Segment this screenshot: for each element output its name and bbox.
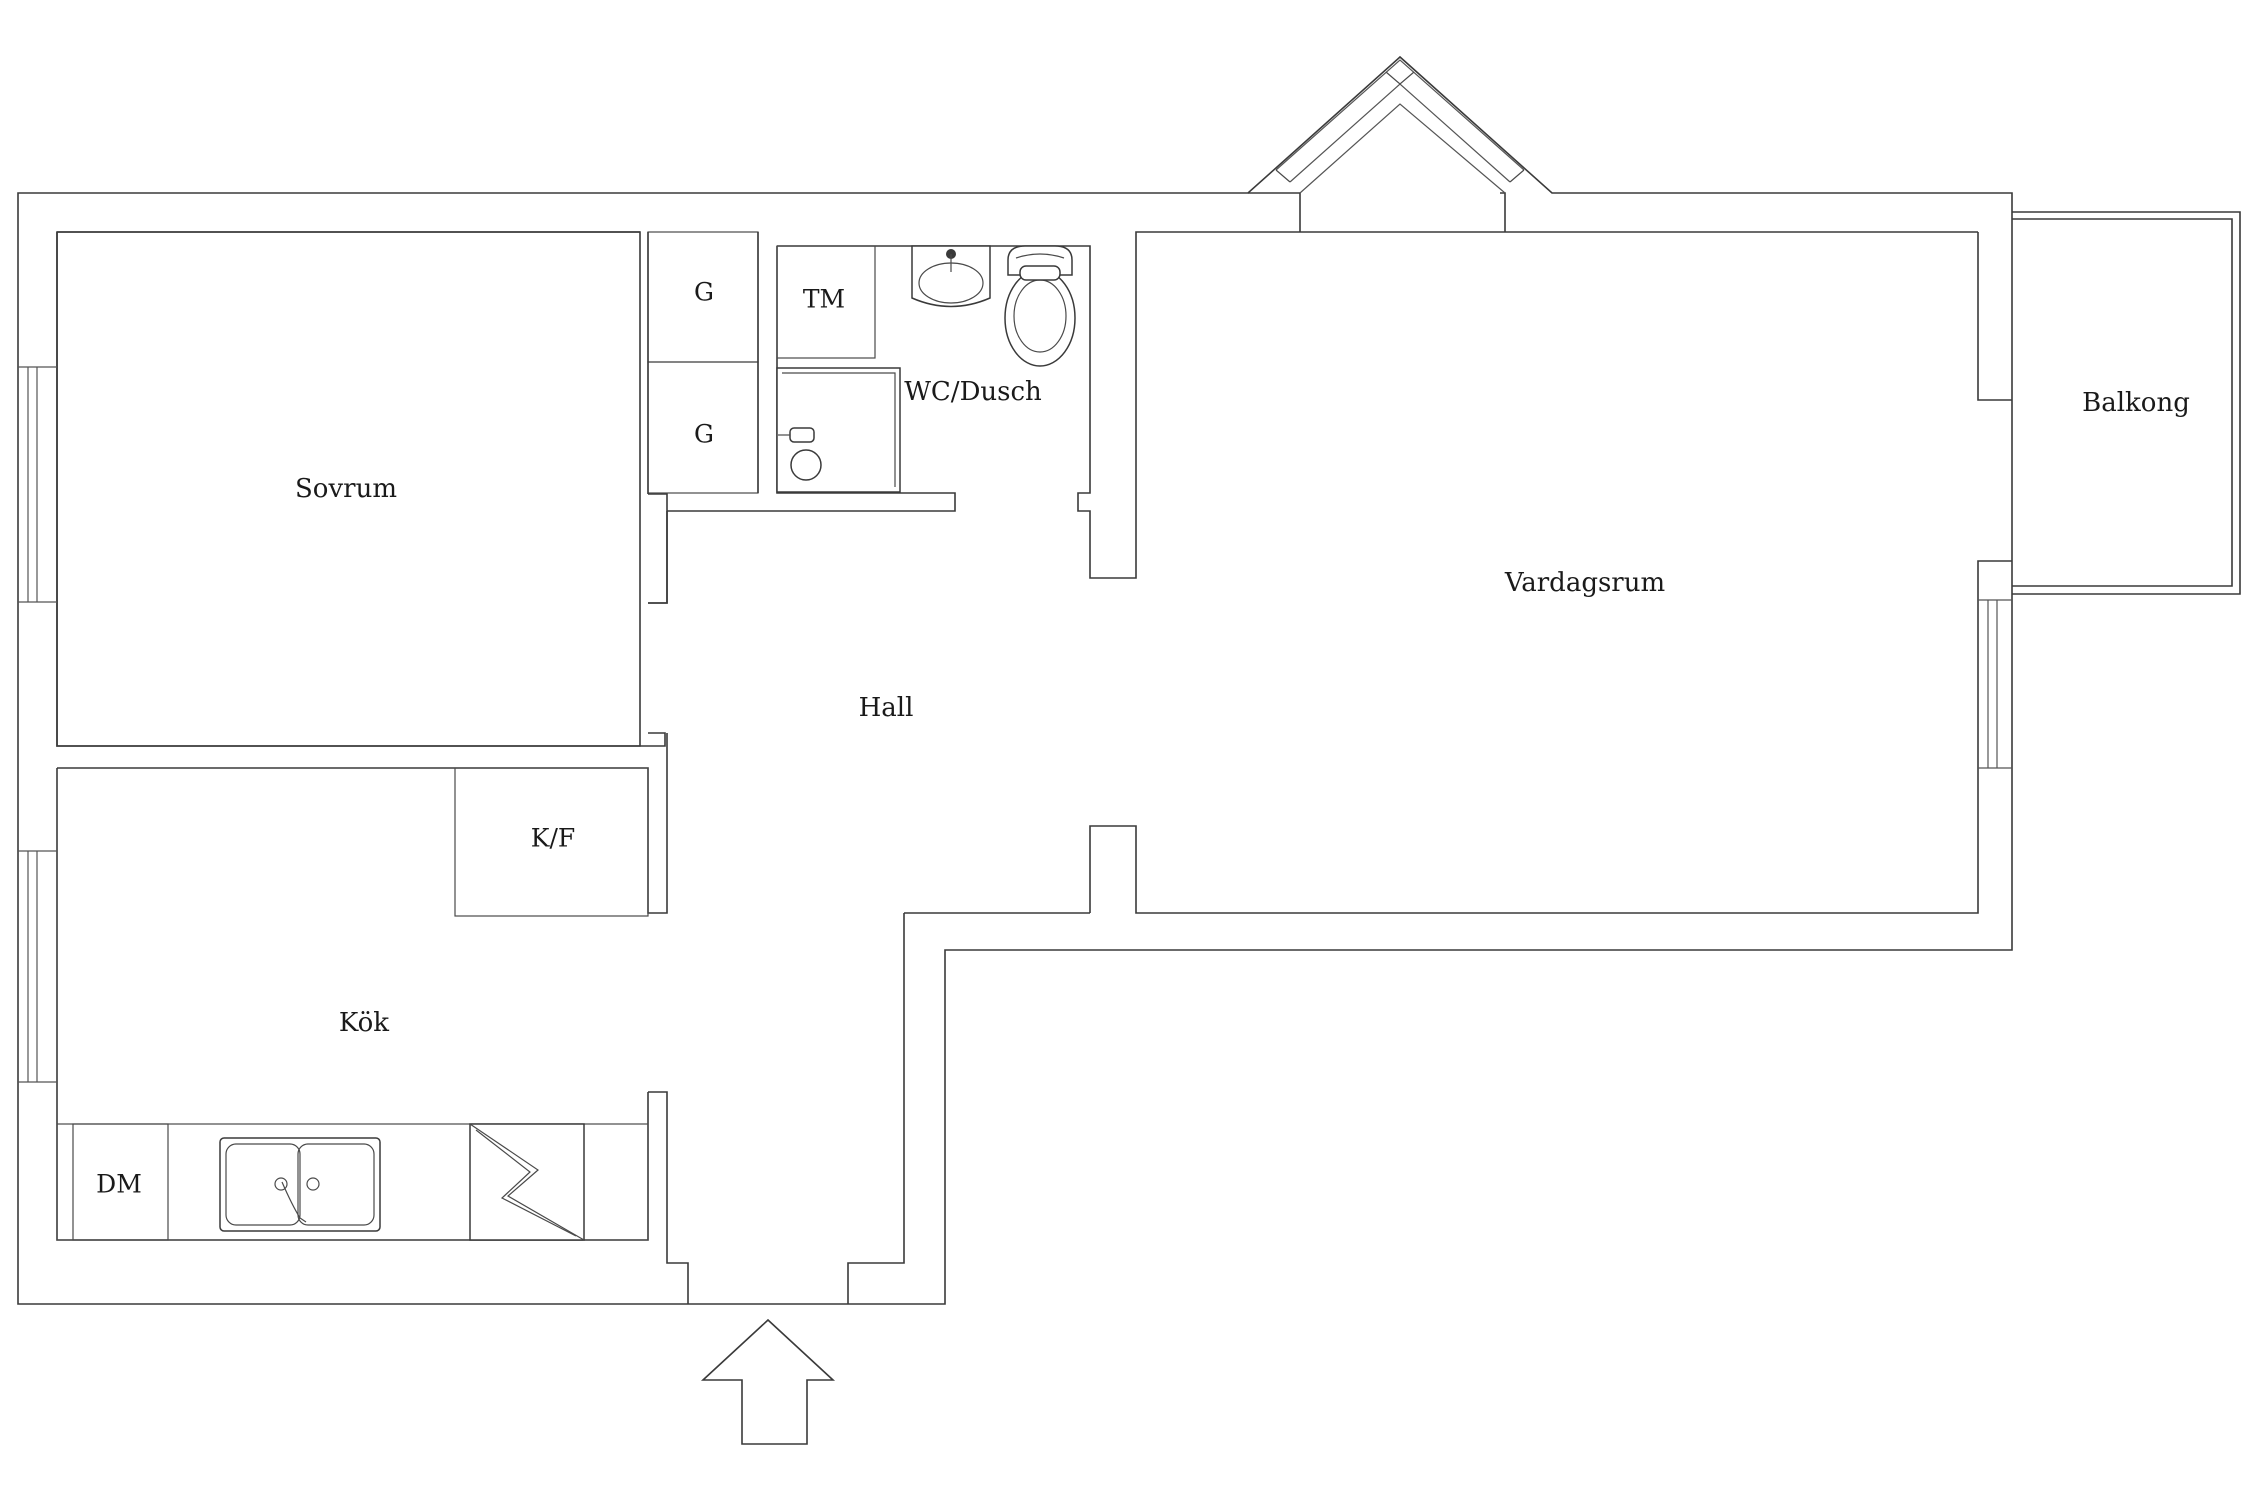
room-label-sovrum: Sovrum	[295, 474, 397, 504]
bay-window	[1248, 59, 1525, 232]
sink-icon	[911, 245, 991, 308]
shower-drain-icon	[790, 449, 822, 481]
toilet-icon	[1004, 245, 1076, 367]
fixture-label-kyl-frys: K/F	[531, 824, 575, 853]
balcony	[1089, 211, 2241, 914]
bedroom	[18, 231, 668, 747]
outer-walls	[17, 55, 2013, 1305]
washing-machine-box	[776, 245, 876, 359]
room-label-hall: Hall	[859, 693, 914, 723]
wardrobes	[647, 231, 759, 494]
double-sink-icon	[219, 1137, 381, 1232]
stove-icon	[469, 1123, 585, 1241]
bedroom-window	[18, 366, 57, 603]
living-room-window	[1978, 599, 2012, 769]
entrance-arrow-icon	[700, 1318, 836, 1445]
room-label-balkong: Balkong	[2082, 388, 2190, 418]
room-label-wc: WC/Dusch	[904, 377, 1042, 407]
shower-head-icon	[789, 427, 815, 443]
kitchen-counter	[56, 1123, 649, 1241]
fixture-label-garderob-2: G	[694, 420, 714, 449]
room-label-kok: Kök	[339, 1008, 389, 1038]
fixture-label-garderob-1: G	[694, 278, 714, 307]
bathroom	[667, 231, 1978, 579]
dishwasher-box	[72, 1123, 169, 1241]
hall-walls	[648, 511, 1090, 1304]
fixture-label-diskmaskin: DM	[96, 1170, 142, 1199]
room-label-vardagsrum: Vardagsrum	[1504, 568, 1665, 598]
fixture-label-tvattmaskin: TM	[803, 285, 845, 314]
outer-wall-line	[17, 55, 2013, 1305]
kitchen	[18, 733, 668, 1241]
kitchen-window	[18, 850, 57, 1083]
fridge-freezer-box	[454, 767, 649, 917]
